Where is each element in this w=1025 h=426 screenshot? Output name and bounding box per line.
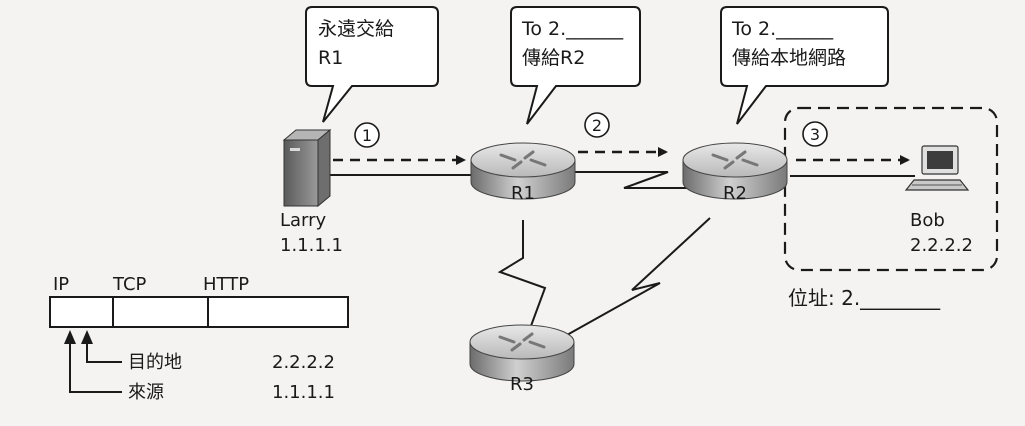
router-icon-r3 <box>469 324 575 382</box>
field-value-source: 1.1.1.1 <box>272 382 335 403</box>
callout-larry: 永遠交給 R1 <box>305 6 439 123</box>
pointer-destination <box>86 334 122 363</box>
host-ip-bob: 2.2.2.2 <box>910 235 973 256</box>
serial-link-r2-r3 <box>557 217 711 341</box>
lan-boundary <box>783 106 999 272</box>
step-circle <box>354 122 380 148</box>
router-label-r3: R3 <box>510 374 534 395</box>
host-ip-larry: 1.1.1.1 <box>280 235 343 256</box>
step-digit: 2 <box>592 116 602 135</box>
step-marker-2: ② 2 <box>584 112 610 138</box>
pc-icon <box>904 145 970 191</box>
host-name-bob: Bob <box>910 210 945 231</box>
pointer-arrowhead <box>81 330 93 344</box>
router-label-r2: R2 <box>723 183 747 204</box>
field-value-destination: 2.2.2.2 <box>272 352 335 373</box>
serial-link-r1-r3 <box>497 220 547 335</box>
packet-header-ip: IP <box>53 274 69 295</box>
callout-r2: To 2.______ 傳給本地網路 <box>720 6 889 125</box>
callout-bubble <box>305 6 439 123</box>
step-digit: 3 <box>810 125 820 144</box>
step-circle <box>584 112 610 138</box>
packet-header-http: HTTP <box>203 274 249 295</box>
callout-line: 傳給本地網路 <box>732 47 846 69</box>
pointer-source <box>69 334 122 393</box>
callout-line: 傳給R2 <box>522 47 585 69</box>
field-label-source: 來源 <box>128 382 164 403</box>
callout-line: To 2.______ <box>731 18 834 40</box>
callout-bubble <box>510 6 641 125</box>
step-digit: 1 <box>362 126 372 145</box>
packet-header-tcp: TCP <box>112 274 147 295</box>
callout-line: To 2.______ <box>521 18 624 40</box>
step-marker-3: ③ 3 <box>802 121 828 147</box>
lan-address-label: 位址: 2.________ <box>788 286 941 310</box>
callout-r1: To 2.______ 傳給R2 <box>510 6 641 125</box>
router-icon-r1 <box>470 142 576 200</box>
step-circle <box>802 121 828 147</box>
packet-diagram: IP TCP HTTP 目的地 2.2.2.2 來源 1.1.1.1 <box>49 274 349 403</box>
callout-line: R1 <box>318 47 343 69</box>
field-label-destination: 目的地 <box>128 352 182 373</box>
host-name-larry: Larry <box>280 210 327 231</box>
serial-link-r1-r2 <box>575 171 688 189</box>
pointer-arrowhead <box>64 330 76 344</box>
callout-line: 永遠交給 <box>318 18 394 40</box>
callout-bubble <box>720 6 889 125</box>
router-icon-r2 <box>682 142 788 200</box>
step-marker-1: ① 1 <box>354 122 380 148</box>
packet-box <box>49 296 349 328</box>
router-label-r1: R1 <box>511 183 535 204</box>
server-icon <box>282 128 332 208</box>
